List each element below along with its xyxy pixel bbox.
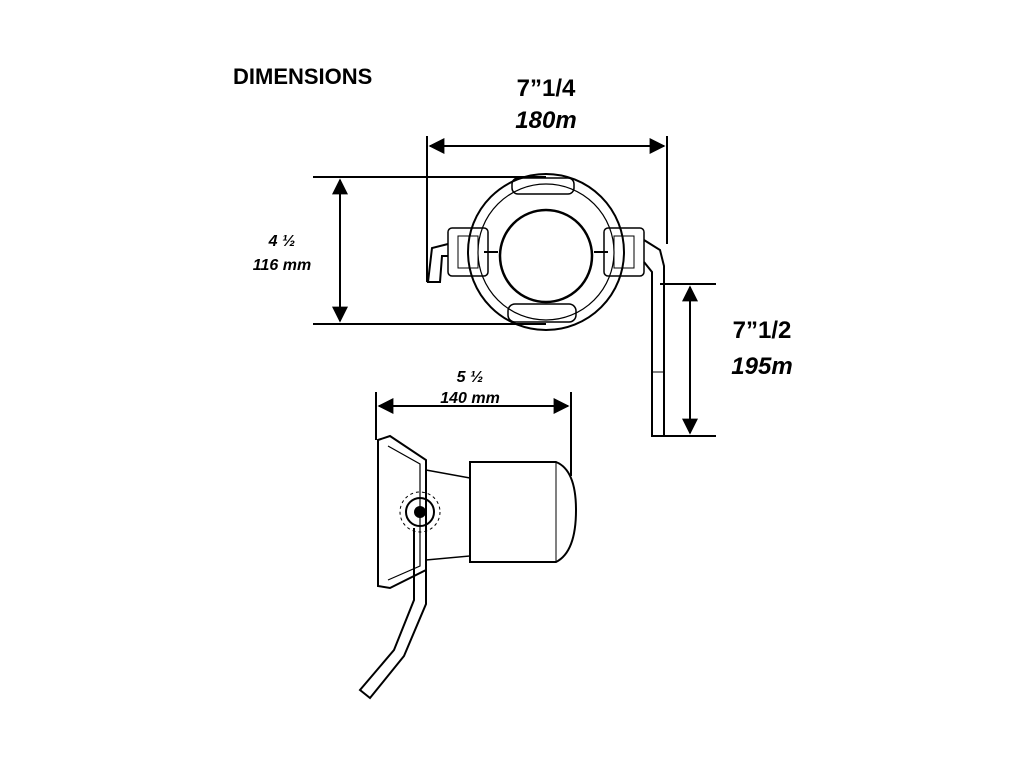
dim-depth-imperial: 5 ½ xyxy=(457,369,484,386)
dim-stem-imperial: 7”1/2 xyxy=(733,317,792,344)
dim-stem-metric: 195m xyxy=(731,353,792,380)
dim-height-imperial: 4 ½ xyxy=(268,233,296,250)
dim-width-metric: 180m xyxy=(515,107,576,134)
dim-depth-metric: 140 mm xyxy=(440,390,500,407)
dim-height-stem: 7”1/2 195m xyxy=(660,283,793,437)
dim-width-top: 7”1/4 180m xyxy=(426,75,668,282)
dim-height-metric: 116 mm xyxy=(253,257,311,274)
dim-height-top: 4 ½ 116 mm xyxy=(253,176,546,325)
diagram-title: DIMENSIONS xyxy=(233,64,372,89)
dim-width-imperial: 7”1/4 xyxy=(517,75,576,102)
dim-depth-side: 5 ½ 140 mm xyxy=(375,369,572,476)
lamp-side-view xyxy=(358,434,578,700)
lamp-front-view xyxy=(426,173,665,437)
